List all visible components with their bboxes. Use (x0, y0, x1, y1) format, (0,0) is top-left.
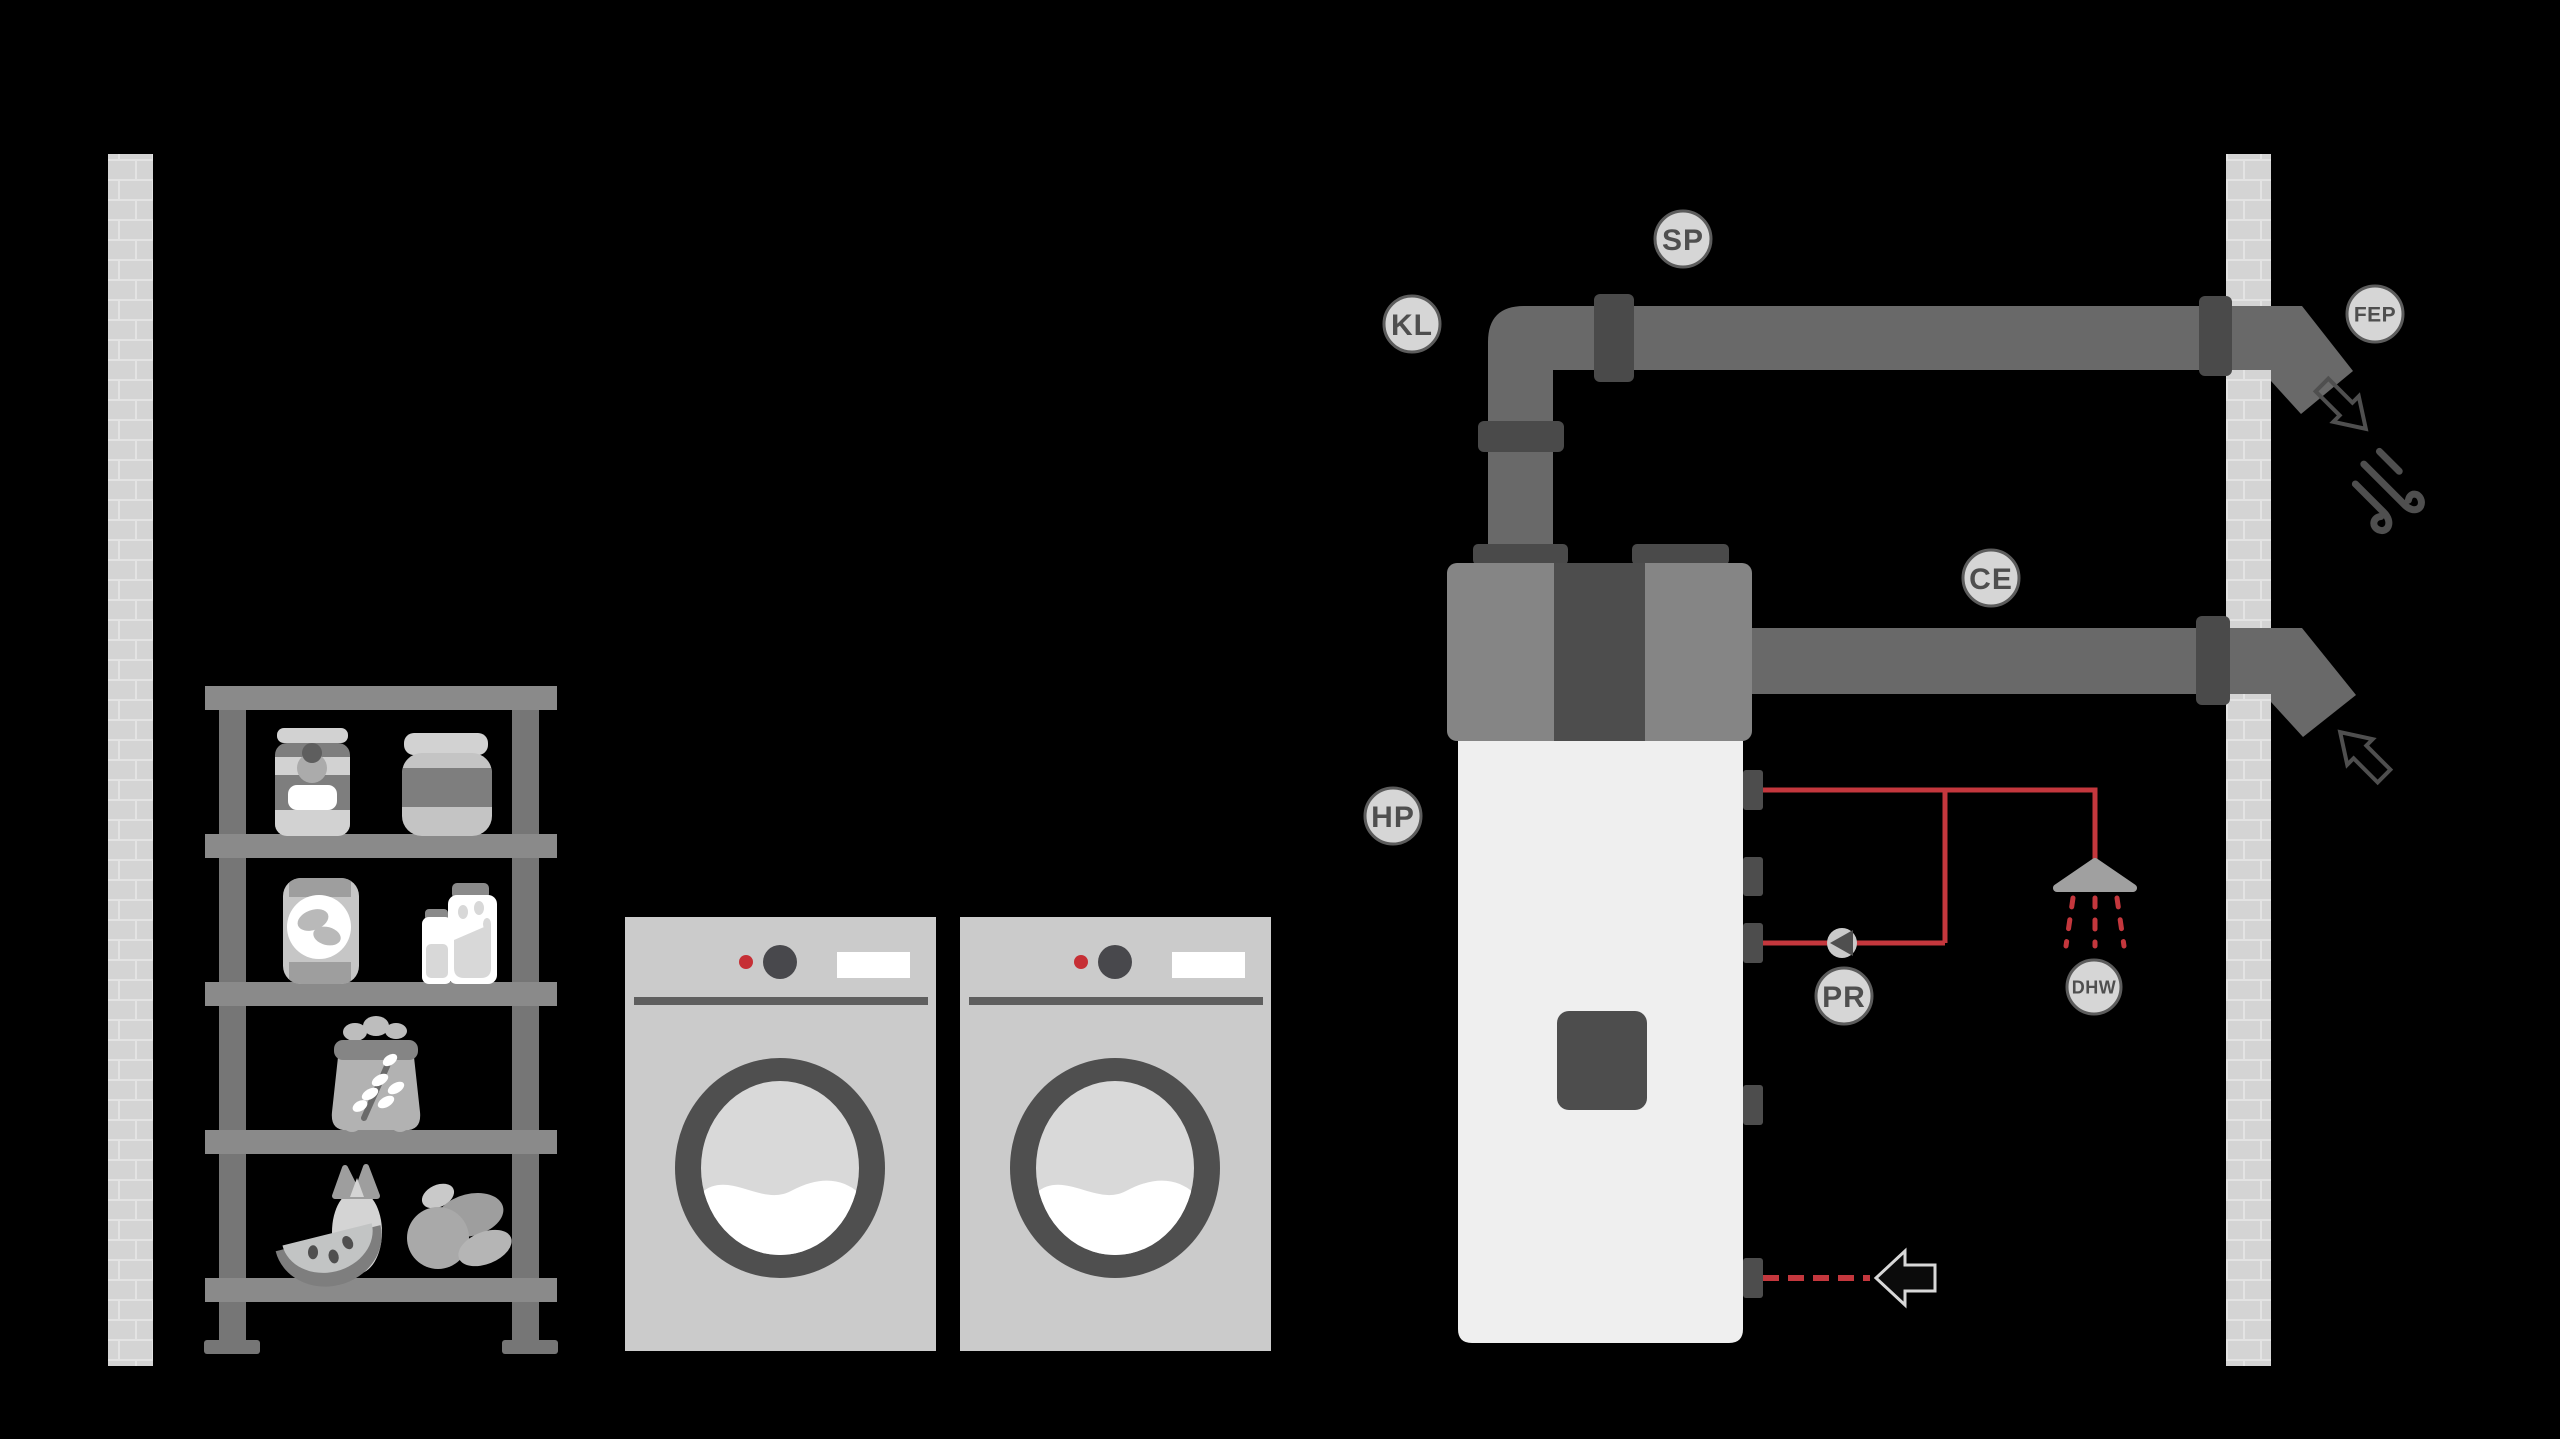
shelf-post-right (512, 708, 539, 1348)
panel-separator (634, 997, 928, 1005)
duct-collar (2196, 616, 2230, 705)
svg-text:PR: PR (1822, 981, 1866, 1014)
milk-bottles (422, 883, 497, 984)
duct-collar (1632, 544, 1729, 565)
hot-water-pipe (1763, 787, 2098, 861)
heat-pump-unit-band (1554, 563, 1645, 757)
tank-port (1743, 1085, 1763, 1125)
label-hp: HP (1363, 786, 1423, 846)
label-sp: SP (1653, 209, 1713, 269)
jam-jar (275, 728, 350, 836)
duct-collar (2199, 296, 2232, 376)
svg-text:HP: HP (1371, 801, 1415, 834)
intake-duct-inlet (2271, 628, 2356, 737)
shelf-foot-left (204, 1340, 260, 1354)
tank-port (1743, 1258, 1763, 1298)
shelf-board (205, 1130, 557, 1154)
watermelon-slice (275, 1223, 382, 1287)
washing-machine-1 (625, 917, 936, 1351)
cold-water-arrow-icon (1873, 1247, 1937, 1309)
svg-text:KL: KL (1391, 309, 1433, 342)
svg-text:CE: CE (1969, 563, 2013, 596)
label-kl: KL (1382, 294, 1442, 354)
label-ce: CE (1961, 548, 2021, 608)
laundry-wave (701, 1180, 859, 1255)
wall-column-left (108, 154, 153, 1366)
tank-access-panel (1557, 1011, 1647, 1110)
duct-collar (1594, 294, 1634, 382)
washing-machine-2 (960, 917, 1271, 1351)
intake-duct (1750, 628, 2271, 694)
svg-text:SP: SP (1662, 224, 1704, 257)
preserve-jar (402, 733, 492, 836)
label-pr: PR (1814, 966, 1874, 1026)
shelf-board (205, 982, 557, 1006)
pantry-shelf (204, 686, 558, 1354)
program-knob (763, 945, 797, 979)
svg-text:FEP: FEP (2354, 304, 2396, 327)
circulation-pump-icon (1827, 928, 1857, 958)
shelf-board (205, 1278, 557, 1302)
label-badges: SP KL FEP CE HP PR DHW (1363, 209, 2405, 1026)
grain-sack (331, 1016, 421, 1132)
shelf-board (205, 834, 557, 858)
shower-icon (2053, 858, 2137, 949)
shelf-post-left (219, 708, 246, 1348)
label-fep: FEP (2345, 284, 2405, 344)
duct-collar (1478, 421, 1564, 452)
exhaust-duct-outlet (2271, 306, 2353, 414)
shelf-foot-right (502, 1340, 558, 1354)
shelf-board (205, 686, 557, 710)
svg-text:DHW: DHW (2072, 977, 2117, 997)
tank-port (1743, 923, 1763, 963)
duct-collar (1473, 544, 1568, 565)
exhaust-air-arrow-icon (2312, 375, 2369, 432)
pickle-jar (283, 878, 359, 984)
wind-icon (2351, 447, 2425, 535)
display-window (837, 952, 910, 978)
tank-port (1743, 857, 1763, 896)
tank-port (1743, 770, 1763, 810)
power-indicator-dot (739, 955, 753, 969)
intake-air-arrow-icon (2337, 729, 2394, 786)
fruit-pile (407, 1183, 512, 1269)
heat-pump-water-heater-system (1447, 294, 2425, 1343)
exhaust-duct (1488, 306, 2271, 565)
label-dhw: DHW (2065, 958, 2123, 1016)
